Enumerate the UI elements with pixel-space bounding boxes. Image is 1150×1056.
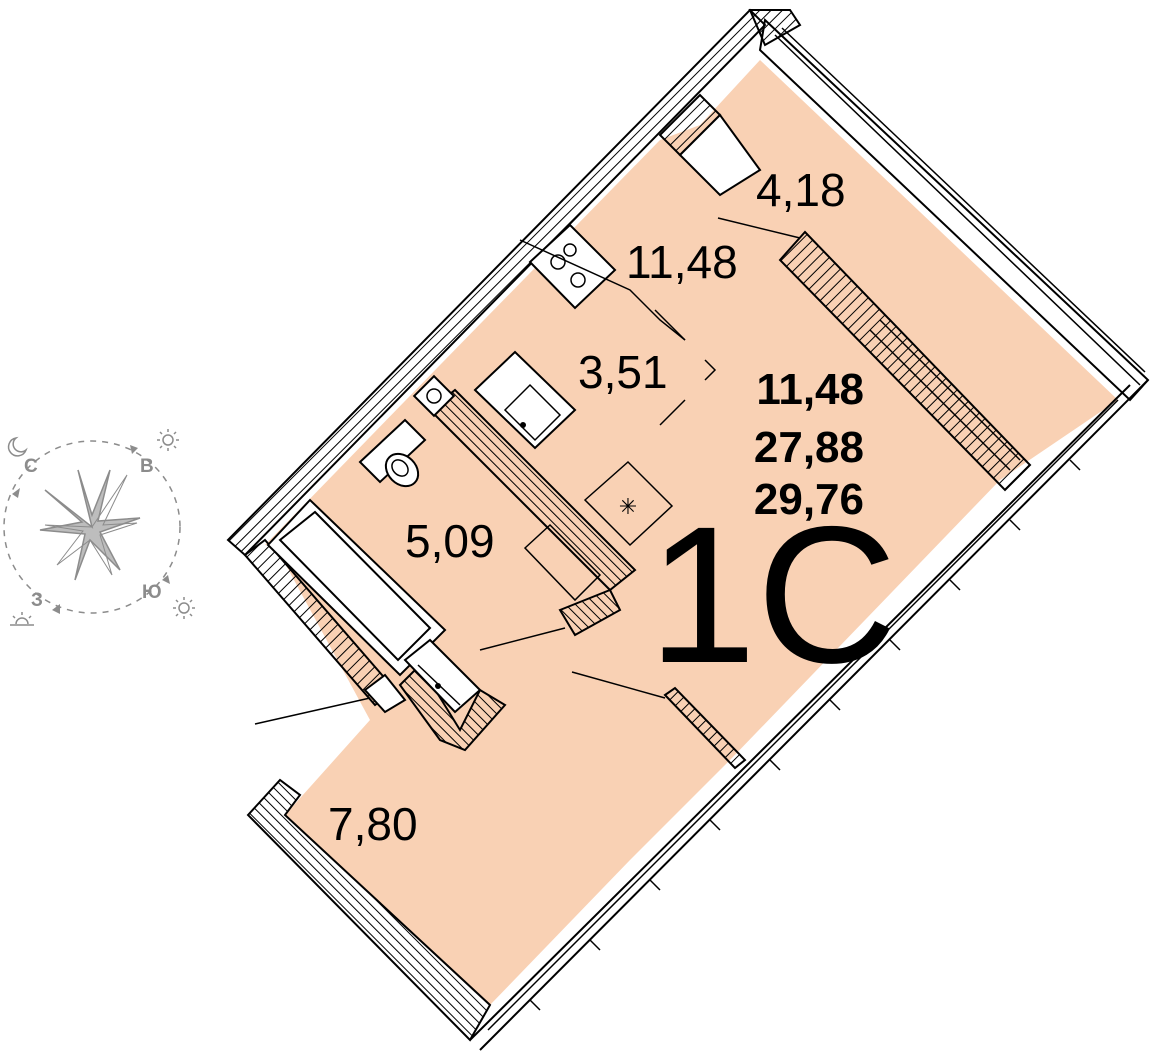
compass-arrow-north (12, 488, 20, 498)
summary-total-area: 27,88 (754, 423, 864, 472)
washbasin (403, 638, 482, 714)
floor-area (265, 60, 1118, 1005)
room-area-bathroom: 5,09 (405, 515, 495, 567)
moon-icon (7, 436, 28, 457)
door-lines (254, 217, 801, 725)
summary-total-with-balcony: 29,76 (754, 475, 864, 524)
bathroom-wall-corner (558, 588, 622, 637)
compass-rose: С В Ю З (3, 429, 195, 626)
cabinet (523, 523, 602, 602)
sunset-icon (10, 612, 34, 626)
unit-type-label: 1С (648, 486, 897, 704)
exterior-wall-ticks (529, 459, 1081, 1011)
compass-south: Ю (142, 582, 162, 603)
summary-living-area: 11,48 (756, 365, 864, 414)
toilet (358, 418, 427, 488)
kitchen-counter (519, 239, 686, 341)
compass-arrow-south (162, 575, 170, 584)
compass-west: З (31, 590, 43, 611)
room-area-living: 11,48 (626, 236, 738, 288)
riser (412, 374, 456, 418)
outer-wall-top (748, 9, 802, 47)
sun-icon (157, 429, 179, 451)
bathtub (266, 498, 447, 677)
compass-star (39, 469, 141, 581)
room-area-kitchen: 3,51 (578, 346, 668, 398)
balcony-frame (758, 17, 1150, 402)
room-area-balcony: 4,18 (756, 164, 846, 216)
compass-north: С (24, 456, 38, 477)
compass-arrow-west (52, 604, 60, 614)
room-area-hallway: 7,80 (328, 798, 418, 850)
sun-icon (173, 597, 195, 619)
exterior-wall-right (479, 379, 1149, 1051)
svg-text:✳: ✳ (619, 494, 637, 519)
entrance-door-frame (363, 673, 407, 714)
ventilation-box: ✳ (583, 460, 674, 547)
compass-east: В (140, 456, 154, 477)
stove (528, 223, 617, 310)
balcony-window-wall (778, 230, 1032, 492)
compass-arrow-east (130, 445, 138, 454)
outer-wall-bottom-left (246, 778, 492, 1042)
partition-wall-hall (663, 686, 747, 770)
kitchen-sink (473, 350, 577, 450)
